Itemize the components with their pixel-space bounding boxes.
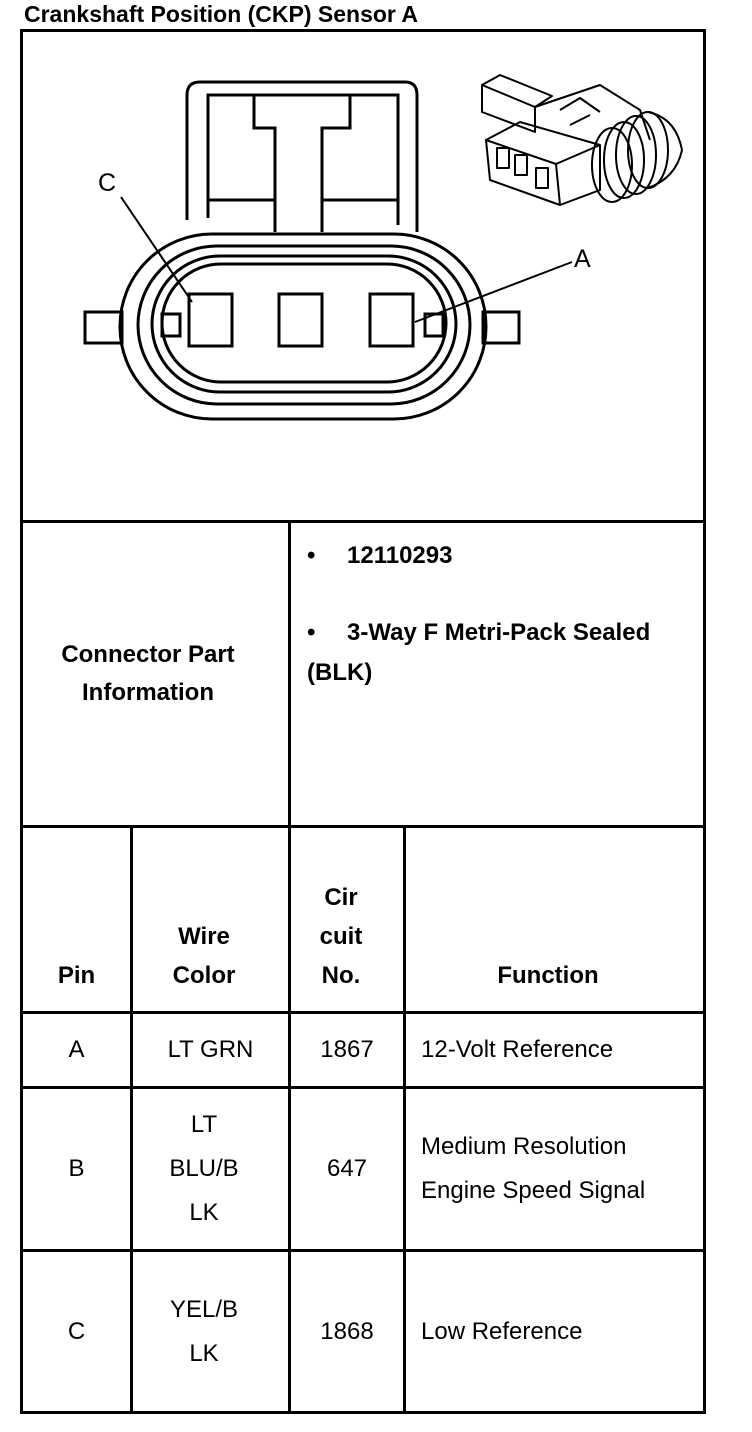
connector-face-diagram: C A: [83, 74, 683, 421]
row-a-wire-color: LT GRN: [167, 1036, 254, 1063]
connector-description: 3-Way F Metri-Pack Sealed (BLK): [307, 619, 651, 686]
row-b-circuit: 647: [326, 1155, 368, 1182]
connector-document-frame: [20, 29, 706, 1414]
part-number-item: • 12110293: [307, 536, 697, 576]
connector-description-item: •3-Way F Metri-Pack Sealed (BLK): [307, 613, 697, 693]
divider: [20, 1086, 706, 1089]
page-title: Crankshaft Position (CKP) Sensor A: [24, 1, 419, 27]
row-b-function: Medium Resolution Engine Speed Signal: [421, 1133, 646, 1204]
row-c-pin: C: [67, 1317, 86, 1345]
header-pin: Pin: [57, 962, 96, 989]
connector-part-list: •12110293 •3-Way F Metri-Pack Sealed (BL…: [307, 536, 697, 693]
part-number: 12110293: [347, 542, 453, 569]
row-c-circuit: 1868: [320, 1317, 374, 1345]
connector-info-label: Connector Part Information: [61, 641, 235, 706]
pin-label-a: A: [574, 245, 591, 273]
divider: [20, 520, 706, 523]
row-a-function: 12-Volt Reference: [421, 1036, 614, 1063]
divider: [20, 825, 706, 828]
header-wire-color: Wire Color: [172, 923, 236, 989]
bullet-icon: •: [307, 542, 316, 569]
divider: [20, 1249, 706, 1252]
divider: [130, 825, 133, 1414]
row-b-wire-color: LT BLU/B LK: [169, 1111, 239, 1226]
divider: [20, 1011, 706, 1014]
pin-label-c: C: [98, 169, 116, 197]
divider: [288, 520, 291, 1414]
row-c-function: Low Reference: [421, 1317, 583, 1345]
header-function: Function: [497, 962, 599, 989]
bullet-icon: •: [307, 619, 316, 646]
row-a-pin: A: [68, 1036, 85, 1063]
divider: [403, 825, 406, 1414]
row-b-pin: B: [68, 1155, 85, 1182]
row-a-circuit: 1867: [320, 1036, 374, 1063]
row-c-wire-color: YEL/B LK: [169, 1295, 239, 1367]
header-circuit-no: Cir cuit No.: [319, 884, 363, 989]
